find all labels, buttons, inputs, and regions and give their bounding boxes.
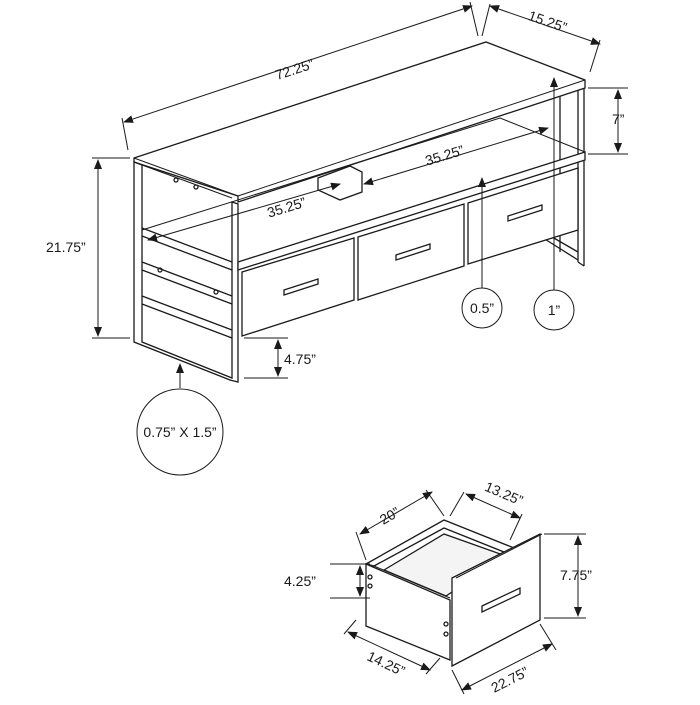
- label-shelf-width-right: 35.25”: [423, 142, 466, 169]
- label-overall-depth: 15.25”: [526, 7, 569, 35]
- label-drawer-bottom-depth: 14.25”: [365, 648, 408, 679]
- right-leg-frame: [577, 88, 585, 267]
- label-shelf-width-left: 35.25”: [265, 194, 308, 221]
- label-bottom-clearance: 4.75”: [284, 351, 316, 367]
- label-drawer-front-height: 7.75”: [560, 567, 592, 583]
- drawer-handle-right: [507, 204, 543, 222]
- drawer-detail-handle: [481, 586, 521, 614]
- label-overall-length: 72.25”: [273, 55, 316, 83]
- label-drawer-side-height: 4.25”: [284, 573, 316, 589]
- label-callout-1: 1”: [548, 302, 561, 318]
- dimension-lines-drawer: [330, 489, 586, 695]
- drawer-handle-left: [283, 278, 319, 296]
- drawer-handle-middle: [395, 243, 431, 261]
- label-callout-0-5: 0.5”: [470, 300, 494, 316]
- tv-stand-illustration: [133, 41, 586, 383]
- label-drawer-front-width: 22.75”: [488, 663, 531, 695]
- label-drawer-depth: 20”: [377, 504, 403, 528]
- label-overall-height: 21.75”: [46, 239, 86, 255]
- drawer-illustration: [364, 519, 543, 668]
- dimension-lines-tv-stand: [92, 1, 628, 476]
- label-shelf-clearance: 7”: [612, 111, 625, 127]
- label-leg-profile: 0.75” X 1.5”: [143, 424, 216, 440]
